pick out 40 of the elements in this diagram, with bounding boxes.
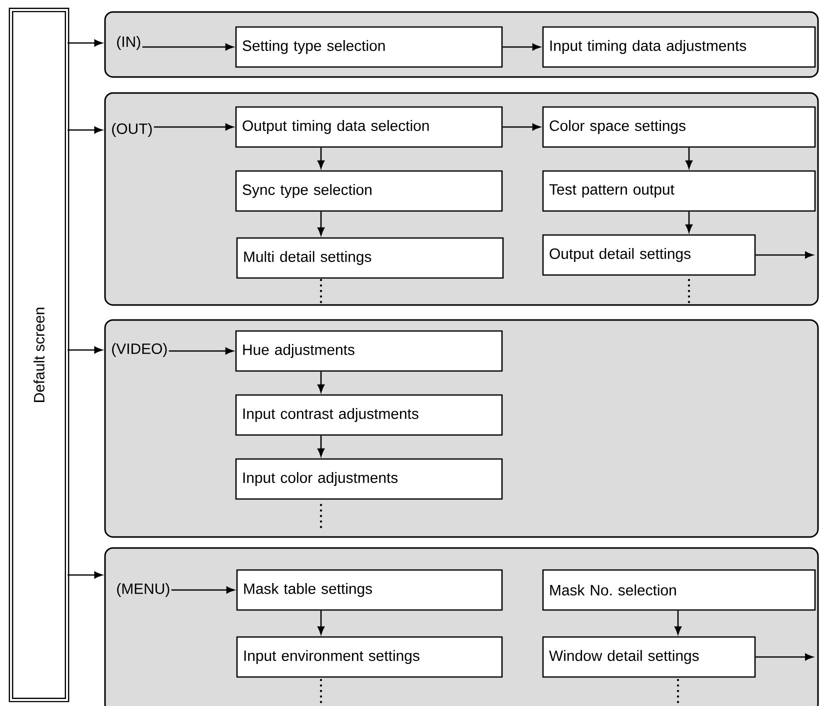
process-box: Sync type selection — [235, 170, 503, 212]
arrow — [68, 346, 102, 354]
process-box: Test pattern output — [542, 170, 816, 212]
arrow — [154, 124, 234, 130]
arrow — [68, 40, 102, 46]
arrow — [318, 610, 324, 634]
arrow — [68, 572, 102, 578]
arrow — [686, 148, 692, 168]
process-box: Input color adjustments — [235, 458, 503, 500]
arrow — [756, 654, 814, 660]
arrow — [168, 348, 234, 354]
process-box: Color space settings — [542, 106, 816, 148]
arrow — [674, 610, 682, 634]
process-box: Input environment settings — [236, 636, 503, 678]
section-label: (IN) — [117, 36, 140, 50]
process-box: Input timing data adjustments — [542, 26, 816, 68]
arrow — [502, 124, 540, 130]
screen-bar: Default screen — [8, 8, 70, 702]
arrow — [756, 252, 814, 258]
process-box: Hue adjustments — [235, 330, 503, 372]
section-label: (OUT) — [112, 123, 152, 137]
arrow — [318, 212, 324, 236]
arrow — [686, 212, 692, 232]
process-box: Window detail settings — [542, 636, 756, 678]
section-label: (MENU) — [117, 583, 170, 597]
process-box: Mask table settings — [236, 569, 503, 611]
process-box: Input contrast adjustments — [235, 394, 503, 436]
arrow — [171, 586, 234, 594]
process-box: Output detail settings — [542, 234, 756, 276]
process-box: Output timing data selection — [235, 106, 503, 148]
process-box: Mask No. selection — [542, 569, 816, 611]
section-label: (VIDEO) — [112, 343, 167, 357]
arrow — [142, 44, 234, 50]
arrow — [318, 372, 324, 392]
process-box: Setting type selection — [235, 26, 503, 68]
arrow — [318, 148, 324, 168]
arrow — [502, 44, 540, 50]
process-box: Multi detail settings — [236, 237, 504, 279]
arrow — [68, 126, 102, 134]
arrow — [318, 436, 324, 456]
